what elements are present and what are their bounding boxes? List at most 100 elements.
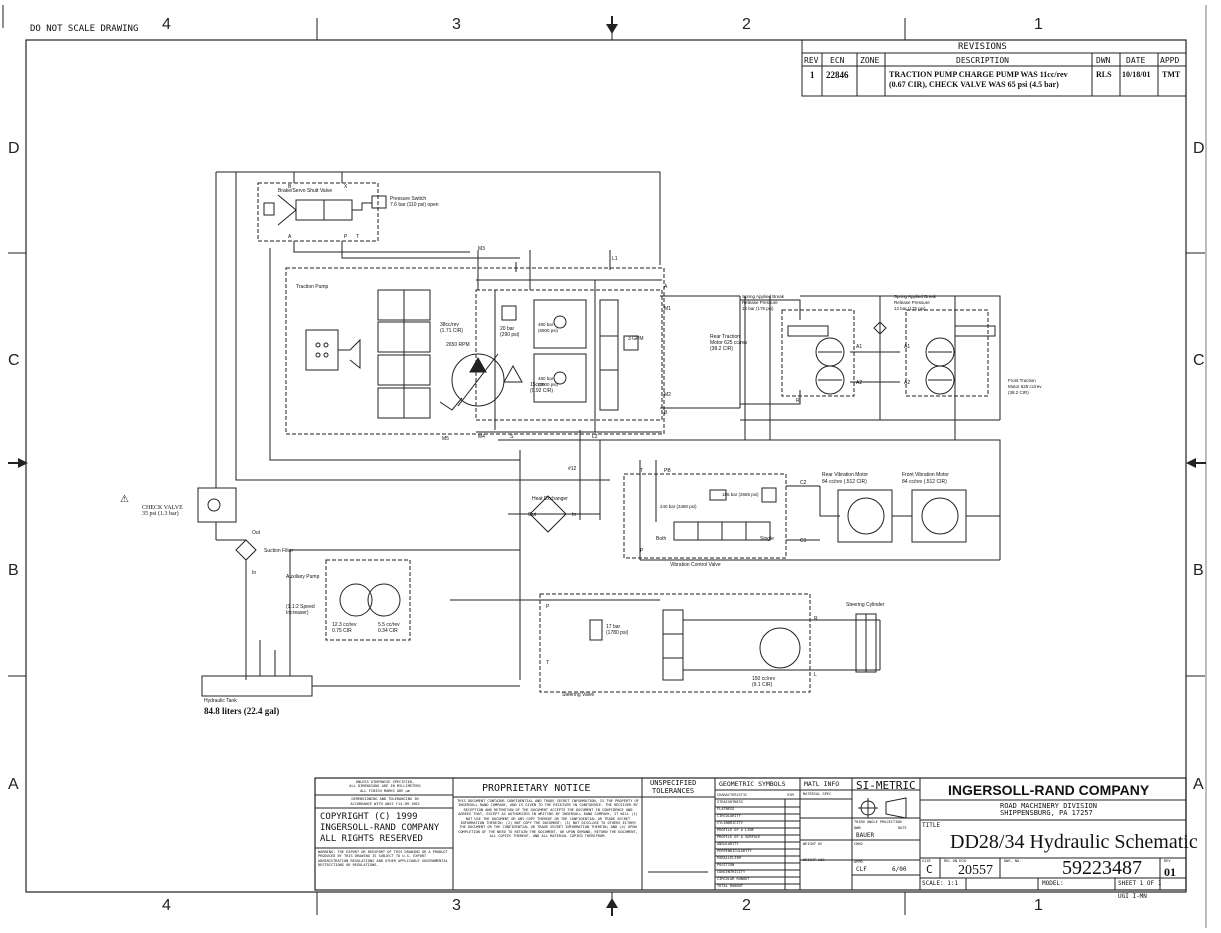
front-brake-label-2: Release Pressure <box>894 300 930 305</box>
rev-ecn: 22846 <box>826 70 849 80</box>
geo-characteristic-header: CHARACTERISTIC <box>717 793 748 797</box>
port-m3: M3 <box>478 246 485 252</box>
weight-lbs-label: WEIGHT LBS <box>803 858 825 862</box>
filter-in-label: In <box>252 570 257 576</box>
rear-brake-label-2: Release Pressure <box>742 300 778 305</box>
port-a1-front: A1 <box>904 344 911 350</box>
copyright-line-2: INGERSOLL-RAND COMPANY <box>320 823 440 833</box>
rear-brake-label-3: 12 bar (175 psi) <box>742 306 774 311</box>
title-label: TITLE <box>922 822 941 829</box>
port-a2-rear: A2 <box>856 380 863 386</box>
port-m2: M2 <box>664 392 671 398</box>
third-angle-projection: THIRD ANGLE PROJECTION <box>854 820 902 824</box>
zone-left-b: B <box>8 562 19 579</box>
port-m5: M5 <box>442 436 449 442</box>
geo-symbol-row: CONCENTRICITY <box>717 870 746 874</box>
pressure-switch-label: Pressure Switch <box>390 196 427 202</box>
drawing-number: 59223487 <box>1062 857 1142 879</box>
rear-vibration-label: Rear Vibration Motor <box>822 472 869 478</box>
revisions-title: REVISIONS <box>958 42 1007 52</box>
geo-symbol-row: ANGULARITY <box>717 842 739 846</box>
rel-on-ecn-label: REL ON ECN <box>944 859 966 863</box>
charge-pump-displacement: 15ccm <box>530 382 545 388</box>
rev-appd: TMT <box>1162 70 1181 79</box>
zone-bottom-2: 2 <box>742 897 751 914</box>
rear-traction-label: Rear Traction <box>710 334 741 340</box>
port-t-steer: T <box>546 660 550 666</box>
port-x: X <box>344 184 348 190</box>
copyright-line-1: COPYRIGHT (C) 1999 <box>320 812 418 822</box>
geo-symbol-row: PARALLELISM <box>717 856 741 860</box>
rev-col-zone: ZONE <box>860 56 880 65</box>
relief-hi-b-psi: (6900 psi) <box>538 382 559 387</box>
port-b-pump: B <box>664 410 668 416</box>
division-line-2: SHIPPENSBURG, PA 17257 <box>1000 809 1093 817</box>
geometric-symbols-title: GEOMETRIC SYMBOLS <box>719 780 786 788</box>
division-line-1: ROAD MACHINERY DIVISION <box>1000 802 1097 810</box>
geo-symbol-row: CIRCULARITY <box>717 814 741 818</box>
drawn-label: DWN <box>854 826 861 830</box>
pump-rpm: 2650 RPM <box>446 342 470 348</box>
relief-hi-a-bar: 480 bar <box>538 322 554 327</box>
rev-col-date: DATE <box>1126 56 1146 65</box>
steering-cylinder-label: Steering Cylinder <box>846 602 885 608</box>
geo-symbol-row: PERPENDICULARITY <box>717 849 752 853</box>
rev-label: REV <box>1164 859 1171 863</box>
zone-right-a: A <box>1193 776 1204 793</box>
rev-col-rev: REV <box>804 56 819 65</box>
front-traction-disp: Motor 625 cc/rev <box>1008 384 1042 389</box>
vib-relief-185: 185 bar (2685 psi) <box>722 492 759 497</box>
front-traction-cir: (38.2 CIR) <box>1008 390 1029 395</box>
vib-relief-240: 240 bar (3480 psi) <box>660 504 697 509</box>
port-b: B <box>288 184 292 190</box>
port-s: S <box>510 434 514 440</box>
material-spec-label: MATERIAL SPEC <box>803 792 832 796</box>
proprietary-notice-title: PROPRIETARY NOTICE <box>482 783 591 794</box>
drawing-rev: 01 <box>1164 865 1176 879</box>
drawing-title: DD28/34 Hydraulic Schematic <box>950 831 1198 853</box>
drawn-date-label: DATE <box>898 826 907 830</box>
front-brake-label-3: 12 bar (175 psi) <box>894 306 926 311</box>
hydraulic-tank-label: Hydraulic Tank <box>204 698 237 704</box>
aux-disp-1: 12.3 cc/rev <box>332 622 357 628</box>
relief-hi-a-psi: (6900 psi) <box>538 328 559 333</box>
geo-symbol-row: TOTAL RUNOUT <box>717 884 743 888</box>
model-label: MODEL: <box>1042 880 1064 887</box>
export-warning: WARNING: THE EXPORT OR REEXPORT OF THIS … <box>318 850 448 868</box>
approved-label: APPD <box>854 860 863 864</box>
tolerance-note-3: ALL FINISH MARKS ARE μm <box>360 789 410 793</box>
geo-symbol-row: CIRCULAR RUNOUT <box>717 877 750 881</box>
geo-symbol-row: CYLINDRICITY <box>717 821 743 825</box>
zone-bottom-3: 3 <box>452 897 461 914</box>
geo-symbol-row: STRAIGHTNESS <box>717 800 743 804</box>
zone-right-b: B <box>1193 562 1204 579</box>
rev-col-appd: APPD <box>1160 56 1180 65</box>
company-name: INGERSOLL-RAND COMPANY <box>948 782 1150 798</box>
vib-single-label: Single <box>760 536 774 542</box>
port-p-vib: P <box>640 548 644 554</box>
port-p: P <box>344 234 348 240</box>
check-valve-label: CHECK VALVE <box>142 505 183 511</box>
steering-motor-disp: 150 cc/rev <box>752 676 776 682</box>
hx-out-label: Out <box>528 512 537 518</box>
port-pb: PB <box>664 468 671 474</box>
port-p-steer: P <box>546 604 550 610</box>
aux-disp-1-cir: 0.75 CIR <box>332 628 352 634</box>
pump-displacement: 38cc/rev <box>440 322 459 328</box>
vib-both-label: Both <box>656 536 667 542</box>
rev-number: 1 <box>810 70 815 80</box>
traction-pump-label: Traction Pump <box>296 284 329 290</box>
charge-relief-psi: (290 psi) <box>500 332 520 338</box>
hose-12-label: #12 <box>568 466 577 472</box>
tolerances-label: TOLERANCES <box>652 787 695 795</box>
rear-traction-disp: Motor 625 cc/rev <box>710 340 748 346</box>
geo-symbol-row: POSITION <box>717 863 735 867</box>
zone-top-2: 2 <box>742 16 751 33</box>
port-r: R <box>796 398 800 404</box>
do-not-scale-note: DO NOT SCALE DRAWING <box>30 24 139 34</box>
port-t-vib: T <box>640 468 644 474</box>
zone-left-c: C <box>8 352 20 369</box>
steering-relief-psi: (1780 psi) <box>606 630 629 636</box>
filter-out-label: Out <box>252 530 261 536</box>
